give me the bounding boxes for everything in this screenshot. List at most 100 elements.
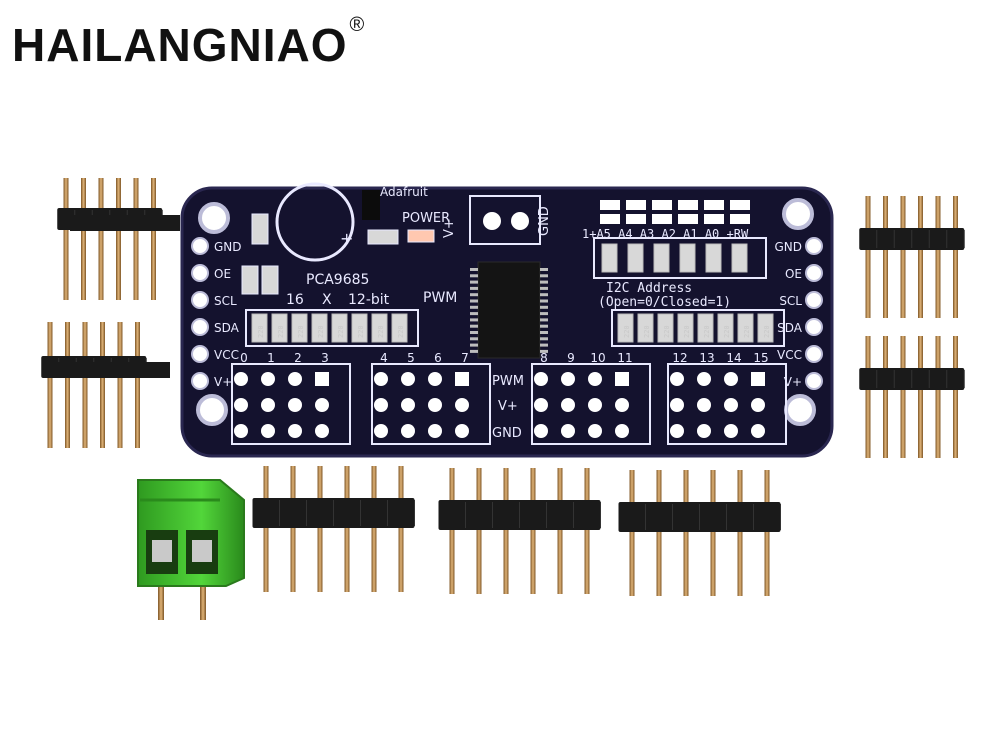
header-pin bbox=[900, 196, 906, 318]
channel-number: 7 bbox=[461, 351, 469, 365]
smd-resistor bbox=[601, 243, 618, 273]
header-pin bbox=[82, 322, 88, 448]
resistor-code: 220 bbox=[643, 325, 651, 338]
mounting-hole bbox=[782, 198, 814, 230]
resistor-code: 220 bbox=[297, 325, 305, 338]
smd-resistor bbox=[271, 313, 288, 343]
edge-pad bbox=[191, 237, 209, 255]
header-pin bbox=[290, 466, 296, 592]
header-pin bbox=[398, 466, 404, 592]
channel-pad bbox=[615, 398, 629, 412]
vplus-top-label: V+ bbox=[442, 218, 457, 238]
resistor-code: 220 bbox=[397, 325, 405, 338]
pin-header-left-top bbox=[57, 178, 180, 300]
channel-number: 6 bbox=[434, 351, 442, 365]
resistor-code: 220 bbox=[623, 325, 631, 338]
smd-resistor bbox=[261, 265, 279, 295]
header-pin bbox=[65, 322, 70, 448]
resistor-code: 220 bbox=[337, 325, 345, 338]
edge-pad bbox=[805, 264, 823, 282]
resistor-code: 220 bbox=[317, 325, 325, 338]
pin-header-left-bottom bbox=[41, 322, 170, 448]
header-pin bbox=[151, 178, 156, 300]
header-pin bbox=[883, 196, 888, 318]
jumper-pad bbox=[600, 200, 620, 210]
jumper-pad bbox=[730, 200, 750, 210]
channel-pad bbox=[315, 372, 329, 386]
jumper-pad bbox=[626, 200, 646, 210]
address-jumper-pads bbox=[600, 200, 750, 224]
smd-resistor bbox=[637, 313, 654, 343]
header-pin bbox=[935, 196, 941, 318]
terminal-clamp bbox=[152, 540, 172, 562]
channel-pad bbox=[588, 398, 602, 412]
edge-pad bbox=[805, 345, 823, 363]
channel-number: 11 bbox=[617, 351, 632, 365]
header-pin bbox=[900, 336, 906, 458]
channel-number: 13 bbox=[699, 351, 714, 365]
row-label-pwm: PWM bbox=[492, 374, 524, 389]
channel-pad bbox=[724, 372, 738, 386]
channel-pad bbox=[234, 424, 248, 438]
channel-pad bbox=[374, 372, 388, 386]
jumper-pad bbox=[678, 214, 698, 224]
header-pin bbox=[737, 470, 743, 596]
chip-name-label: PCA9685 bbox=[306, 272, 369, 288]
channel-number: 0 bbox=[240, 351, 248, 365]
chip-body bbox=[477, 261, 541, 359]
channel-pad bbox=[697, 372, 711, 386]
smd-resistor bbox=[351, 313, 368, 343]
header-pin bbox=[100, 322, 105, 448]
header-pin bbox=[344, 466, 350, 592]
resistor-code: 220 bbox=[683, 325, 691, 338]
terminal-footprint bbox=[469, 195, 541, 245]
channel-number: 2 bbox=[294, 351, 302, 365]
terminal-clamp bbox=[192, 540, 212, 562]
smd-resistor bbox=[627, 243, 644, 273]
pin-header-bottom-3 bbox=[618, 470, 781, 596]
resistor-code: 220 bbox=[703, 325, 711, 338]
title-x: X bbox=[322, 292, 332, 308]
resistor-code: 220 bbox=[743, 325, 751, 338]
channel-pad bbox=[751, 424, 765, 438]
channel-pad bbox=[724, 424, 738, 438]
channel-number: 8 bbox=[540, 351, 548, 365]
channel-pad bbox=[455, 398, 469, 412]
pwm-driver-board: + Adafruit POWER V+ GND PCA9685 16 X 12-… bbox=[180, 182, 834, 458]
channel-pad bbox=[261, 372, 275, 386]
jumper-pad bbox=[652, 214, 672, 224]
header-pin bbox=[935, 336, 941, 458]
smd-resistor bbox=[241, 265, 259, 295]
jumper-pad bbox=[704, 200, 724, 210]
pin-header-bottom-1 bbox=[252, 466, 415, 592]
edge-pin-label: GND bbox=[214, 240, 242, 254]
header-pin bbox=[918, 336, 923, 458]
terminal-leg bbox=[200, 574, 206, 620]
smd-resistor bbox=[697, 313, 714, 343]
channel-pad bbox=[428, 398, 442, 412]
mounting-hole bbox=[784, 394, 816, 426]
edge-pin-label: V+ bbox=[784, 375, 802, 389]
edge-pad bbox=[805, 318, 823, 336]
channel-pad bbox=[588, 372, 602, 386]
pin-header-right-bottom bbox=[859, 336, 965, 458]
header-pin bbox=[116, 178, 121, 300]
smd-resistor bbox=[391, 313, 408, 343]
channel-pad bbox=[374, 424, 388, 438]
channel-pad bbox=[428, 424, 442, 438]
plus-mark: + bbox=[340, 229, 353, 248]
channel-pad bbox=[315, 424, 329, 438]
channel-pad bbox=[234, 372, 248, 386]
terminal-pad bbox=[483, 212, 501, 230]
header-pin bbox=[557, 468, 563, 594]
header-pin bbox=[629, 470, 635, 596]
address-resistors bbox=[593, 237, 767, 279]
channel-pad bbox=[288, 372, 302, 386]
channel-pad bbox=[588, 424, 602, 438]
edge-pad bbox=[191, 345, 209, 363]
channel-pad bbox=[561, 372, 575, 386]
edge-pin-label: OE bbox=[785, 267, 802, 281]
